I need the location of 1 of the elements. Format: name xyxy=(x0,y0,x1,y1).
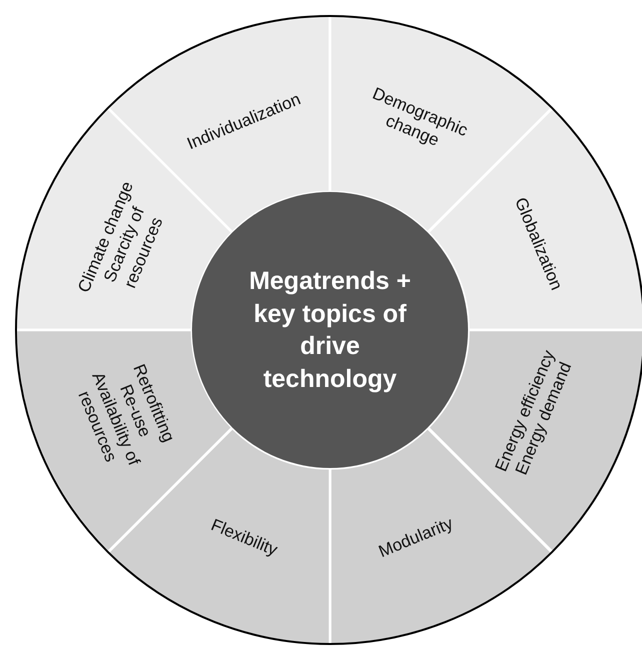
center-label: Megatrends + key topics of drive technology xyxy=(248,266,412,394)
